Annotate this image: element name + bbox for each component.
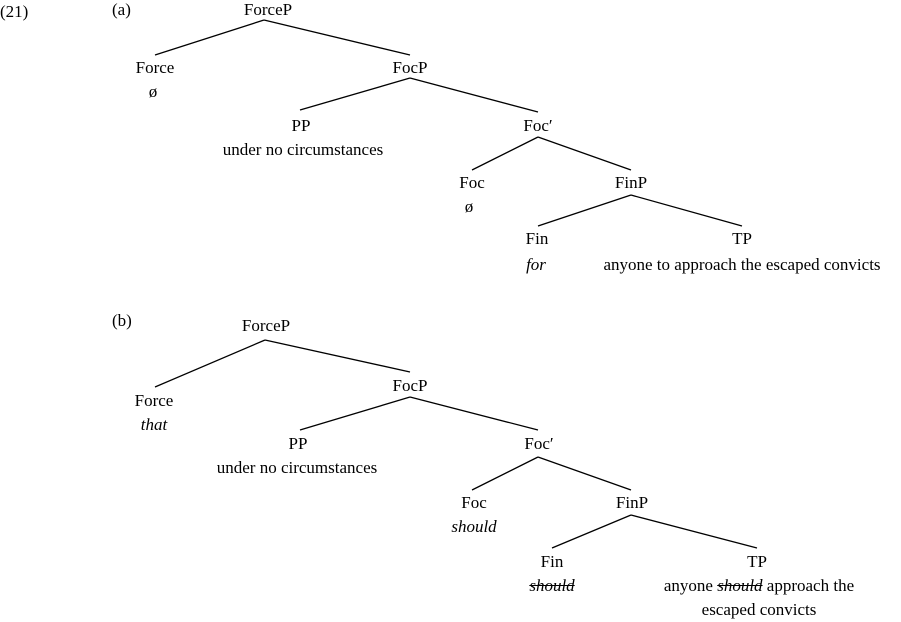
- tree-a-finp-node: FinP: [614, 173, 648, 192]
- tree-b-finp-node: FinP: [615, 493, 649, 512]
- tree-b-fin-node: Fin: [540, 552, 564, 571]
- tree-b-force-node: Force: [134, 391, 174, 410]
- tree-a-force-node: Force: [135, 58, 175, 77]
- tree-a-forcep-node: ForceP: [243, 0, 293, 19]
- tree-b-fin-content: should: [529, 576, 575, 595]
- branch-b-focbar-finp: [537, 456, 632, 491]
- tree-a-label: (a): [112, 0, 131, 19]
- tree-a-pp-content: under no circumstances: [222, 140, 384, 159]
- branch-a-forcep-force: [154, 19, 265, 56]
- branch-b-focbar-foc: [471, 456, 539, 491]
- tree-b-pp-node: PP: [288, 434, 308, 453]
- tree-b-forcep-node: ForceP: [241, 316, 291, 335]
- tree-b-focbar-node: Foc′: [524, 434, 554, 453]
- branch-b-forcep-force: [154, 339, 266, 388]
- tree-b-tp-content-post: approach the: [766, 576, 855, 595]
- tree-b-force-content: that: [140, 415, 168, 434]
- branch-b-finp-tp: [630, 514, 758, 549]
- tree-a-tp-content: anyone to approach the escaped convicts: [603, 255, 881, 274]
- branch-a-focbar-foc: [471, 136, 539, 171]
- tree-a-force-content: ø: [148, 82, 158, 101]
- branch-a-finp-fin: [537, 194, 632, 227]
- tree-b-foc-content: should: [451, 517, 497, 536]
- tree-b-tp-node: TP: [747, 552, 767, 571]
- branch-a-forcep-focp: [263, 19, 411, 56]
- branch-b-focp-pp: [299, 396, 411, 431]
- tree-b-tp-content: anyone should approach the: [664, 576, 854, 596]
- tree-b-tp-content-struck: should: [717, 576, 763, 595]
- branch-a-focp-focbar: [409, 77, 539, 113]
- branch-a-finp-tp: [630, 194, 743, 227]
- tree-a-tp-node: TP: [732, 229, 752, 248]
- branch-a-focp-pp: [299, 77, 411, 111]
- tree-b-tp-content-pre: anyone: [663, 576, 713, 595]
- tree-b-tp-content-line2: escaped convicts: [701, 600, 817, 619]
- tree-a-foc-content: ø: [464, 197, 474, 216]
- tree-b-focp-node: FocP: [392, 376, 428, 395]
- tree-a-fin-content: for: [526, 255, 546, 274]
- tree-a-focp-node: FocP: [392, 58, 428, 77]
- tree-b-pp-content: under no circumstances: [216, 458, 378, 477]
- tree-a-foc-node: Foc: [459, 173, 485, 192]
- tree-a-focbar-node: Foc′: [523, 116, 553, 135]
- tree-a-fin-node: Fin: [525, 229, 549, 248]
- branch-b-finp-fin: [551, 514, 632, 549]
- branch-a-focbar-finp: [537, 136, 632, 171]
- branch-b-focp-focbar: [409, 396, 539, 431]
- tree-a-pp-node: PP: [291, 116, 311, 135]
- tree-b-label: (b): [112, 311, 132, 330]
- example-number: (21): [0, 2, 29, 21]
- tree-b-foc-node: Foc: [461, 493, 487, 512]
- branch-b-forcep-focp: [264, 339, 411, 373]
